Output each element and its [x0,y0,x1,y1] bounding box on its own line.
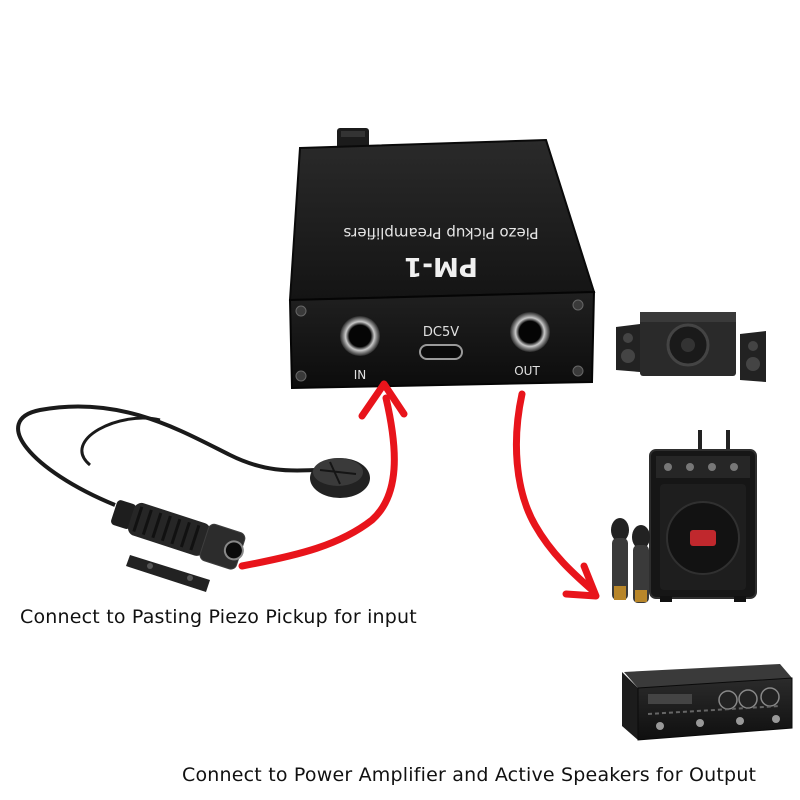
port-in-label: IN [354,368,367,382]
screw-icon [295,370,307,382]
piezo-pickup-cable-icon [16,404,370,592]
wireless-microphone-icon [611,518,650,603]
screw-icon [295,305,307,317]
device-subtitle: Piezo Pickup Preamplifiers [343,224,538,242]
port-power-label: DC5V [423,325,459,340]
output-caption: Connect to Power Amplifier and Active Sp… [182,764,757,786]
speaker-system-icon [616,312,766,382]
port-out-label: OUT [514,364,540,378]
device-model: PM-1 [404,251,478,281]
input-jack-hole [349,325,371,347]
input-connection-arrow [238,380,408,570]
output-jack-hole [519,321,541,343]
input-caption: Connect to Pasting Piezo Pickup for inpu… [20,606,417,628]
screw-icon [572,365,584,377]
pm1-preamp-device: Piezo Pickup Preamplifiers PM-1 DC5V IN … [288,128,596,390]
device-front-face [288,290,596,390]
party-speaker-icon [649,430,757,602]
usb-c-power-port[interactable] [419,344,463,360]
power-amplifier-icon [622,664,793,741]
screw-icon [572,299,584,311]
output-connection-arrow [512,390,600,600]
